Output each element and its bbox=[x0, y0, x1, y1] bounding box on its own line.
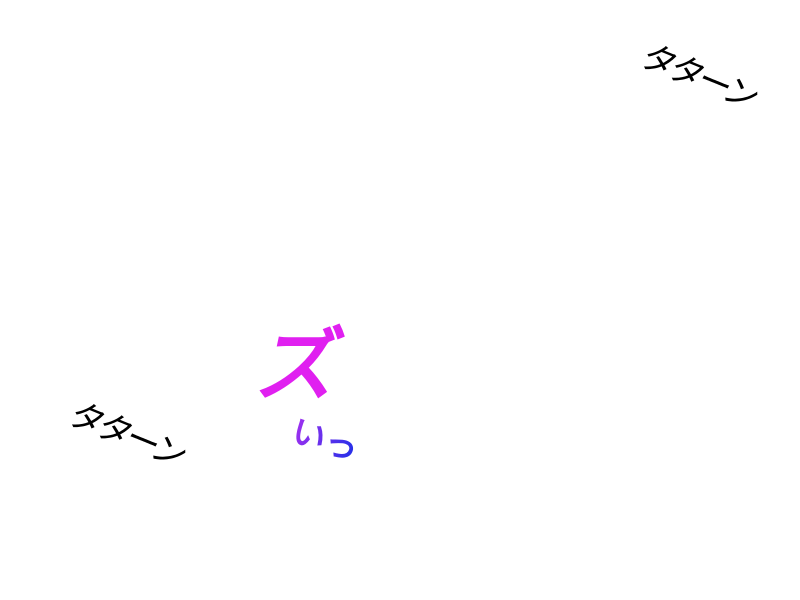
sfx-tatan-bottom: タターン bbox=[61, 395, 192, 475]
sfx-zui-main: ズ bbox=[250, 319, 351, 412]
sfx-zui: ズ いっ bbox=[250, 319, 382, 471]
sfx-tatan-top: タターン bbox=[633, 37, 764, 117]
sfx-zui-tail: いっ bbox=[286, 411, 364, 471]
